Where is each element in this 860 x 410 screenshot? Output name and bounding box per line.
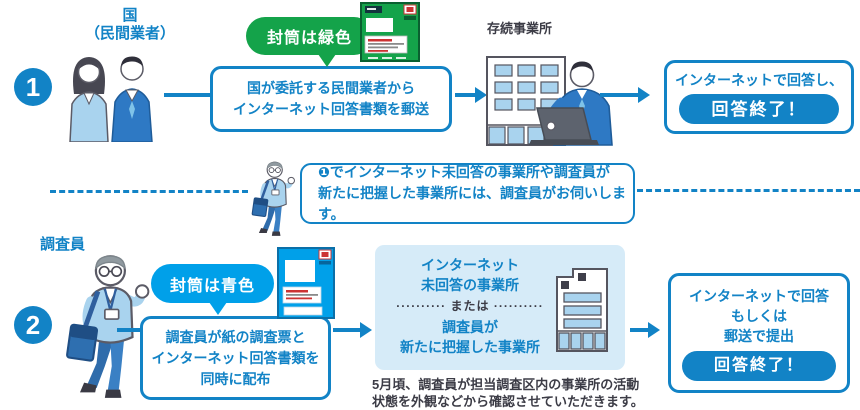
interlude-note-box: ❶でインターネット未回答の事業所や調査員が 新たに把握した事業所には、調査員がお… (300, 163, 635, 224)
callout-tail (209, 302, 227, 315)
step1-actor-line1: 国 (122, 7, 138, 24)
step1-actor-label: 国 （民間業者） (55, 7, 205, 43)
step2-footnote: 5月頃、調査員が担当調査区内の事業所の活動 状態を外観などから確認させていただき… (372, 376, 644, 410)
flow-arrow-targets-to-result2 (630, 328, 648, 332)
step1-action-line2: インターネット回答書類を郵送 (233, 101, 429, 117)
step2-result-line1: インターネットで回答 (689, 287, 829, 304)
flow-arrow-step1-to-office (455, 93, 475, 97)
step1-result-badge: 回答終了！ (679, 94, 839, 124)
surveyor-walking-illustration-small (246, 142, 302, 238)
step2-number-badge: 2 (14, 306, 52, 344)
recipient-line3: 調査員が (442, 319, 498, 335)
step2-connector-line (117, 328, 141, 332)
green-envelope-callout-text: 封筒は緑色 (266, 30, 352, 47)
blue-envelope-icon (277, 247, 335, 319)
green-envelope-callout: 封筒は緑色 (246, 17, 373, 67)
step2-recipient-text: インターネット 未回答の事業所 ·········· または ·········… (380, 255, 560, 357)
interlude-line2: 新たに把握した事業所には、調査員がお伺いします。 (318, 185, 626, 222)
office-building-worker-illustration (485, 40, 615, 147)
step2-result-badge: 回答終了！ (682, 350, 836, 381)
step2-result-line3: 郵送で提出 (724, 327, 794, 344)
step1-result-box: インターネットで回答し、 回答終了！ (664, 60, 854, 134)
recipient-line1: インターネット (421, 257, 519, 273)
flow-arrow-step2-to-targets (333, 328, 360, 332)
step2-result-box: インターネットで回答 もしくは 郵送で提出 回答終了！ (668, 273, 850, 393)
step1-number-badge: 1 (14, 68, 52, 106)
interlude-line1: ❶でインターネット未回答の事業所や調査員が (318, 164, 610, 180)
step2-result-line2: もしくは (731, 307, 787, 324)
step2-action-line1: 調査員が紙の調査票と (165, 328, 306, 345)
government-contractor-people-illustration (58, 48, 164, 142)
step1-actor-line2: （民間業者） (84, 25, 175, 42)
step2-recipient-box: インターネット 未回答の事業所 ·········· または ·········… (375, 245, 625, 370)
step1-action-box: 国が委託する民間業者から インターネット回答書類を郵送 (210, 66, 452, 132)
footnote-line2: 状態を外観などから確認させていただきます。 (372, 394, 644, 409)
flow-arrow-office-to-result1 (600, 93, 638, 97)
surviving-establishment-label: 存続事業所 (487, 21, 553, 36)
step2-action-line2: インターネット回答書類を (151, 349, 320, 366)
divider-dashed-line-right (637, 189, 860, 192)
step2-actor-label: 調査員 (40, 236, 86, 253)
green-envelope-icon (360, 2, 420, 62)
step1-result-line: インターネットで回答し、 (675, 72, 843, 88)
blue-envelope-callout: 封筒は青色 (151, 264, 274, 315)
divider-dashed-line-left (50, 190, 248, 193)
small-building-icon (553, 267, 611, 353)
blue-envelope-callout-text: 封筒は青色 (169, 277, 255, 295)
step2-action-line3: 同時に配布 (200, 370, 271, 387)
step1-connector-line (164, 93, 210, 97)
footnote-line1: 5月頃、調査員が担当調査区内の事業所の活動 (372, 377, 640, 392)
recipient-line4: 新たに把握した事業所 (400, 339, 540, 355)
recipient-or-separator: ·········· または ·········· (396, 299, 544, 313)
step2-action-box: 調査員が紙の調査票と インターネット回答書類を 同時に配布 (140, 316, 331, 400)
step1-action-line1: 国が委託する民間業者から (247, 80, 415, 96)
recipient-line2: 未回答の事業所 (421, 277, 519, 293)
callout-tail (318, 54, 336, 67)
